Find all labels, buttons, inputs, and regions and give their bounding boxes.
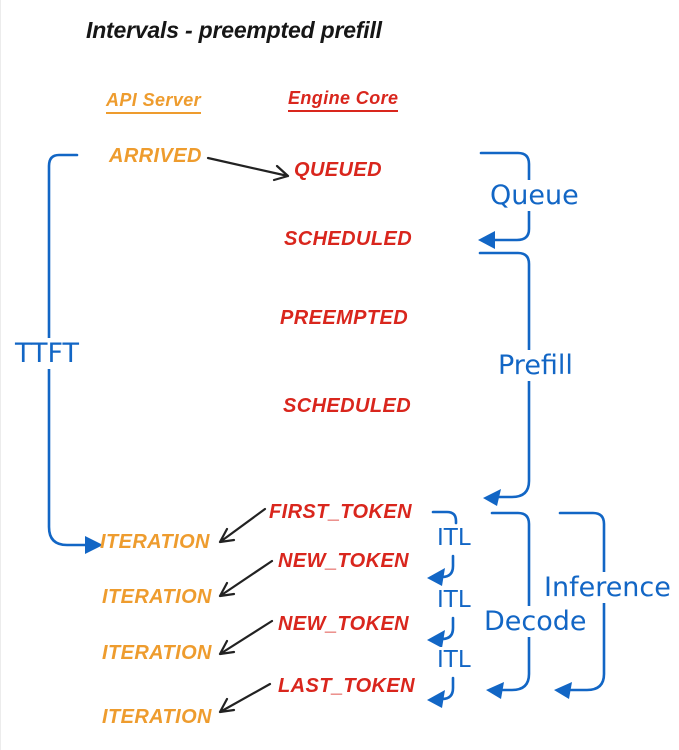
arrow-first-token-to-iteration [218,507,267,544]
interval-itl-label-2: ITL [434,587,474,614]
event-queued: QUEUED [294,159,382,181]
prefill-arrowhead [483,489,501,506]
inference-arrowhead [554,682,572,699]
itl-hook-2 [440,616,455,641]
arrow-last-token-to-iteration [218,682,272,714]
interval-itl-label-3: ITL [434,647,474,674]
event-iteration-4: ITERATION [102,706,212,728]
interval-inference-label: Inference [539,572,676,604]
engine-core-header: Engine Core [288,88,399,112]
decode-arrowhead [486,682,504,699]
event-first-token: FIRST_TOKEN [269,501,412,523]
interval-itl-label-1: ITL [434,525,474,552]
itl-arrowhead-1 [427,568,445,586]
event-iteration-3: ITERATION [102,642,212,664]
arrow-new-token2-to-iteration [218,619,274,656]
interval-queue-label: Queue [485,180,584,212]
event-new-token-1: NEW_TOKEN [278,550,410,572]
event-iteration-2: ITERATION [102,586,212,608]
api-server-header: API Server [106,90,202,114]
event-iteration-1: ITERATION [100,531,210,553]
itl-bracket-top [431,510,458,525]
event-arrived: ARRIVED [109,145,202,167]
decode-bracket [490,511,531,692]
interval-prefill-label: Prefill [493,350,578,382]
queue-arrowhead [478,231,495,249]
itl-hook-3 [440,676,455,701]
event-new-token-2: NEW_TOKEN [278,613,410,635]
interval-ttft-label: TTFT [13,338,81,370]
arrow-new-token1-to-iteration [218,559,274,598]
event-scheduled-2: SCHEDULED [283,395,412,417]
itl-arrowhead-3 [427,690,445,708]
itl-hook-1 [440,554,455,579]
event-last-token: LAST_TOKEN [278,675,415,697]
interval-decode-label: Decode [479,606,592,638]
event-scheduled-1: SCHEDULED [284,228,413,250]
arrow-arrived-to-queued [206,156,290,182]
ttft-arrowhead [85,536,103,554]
itl-arrowhead-2 [427,630,445,648]
event-preempted: PREEMPTED [280,307,409,329]
page-title: Intervals - preempted prefill [86,17,382,43]
